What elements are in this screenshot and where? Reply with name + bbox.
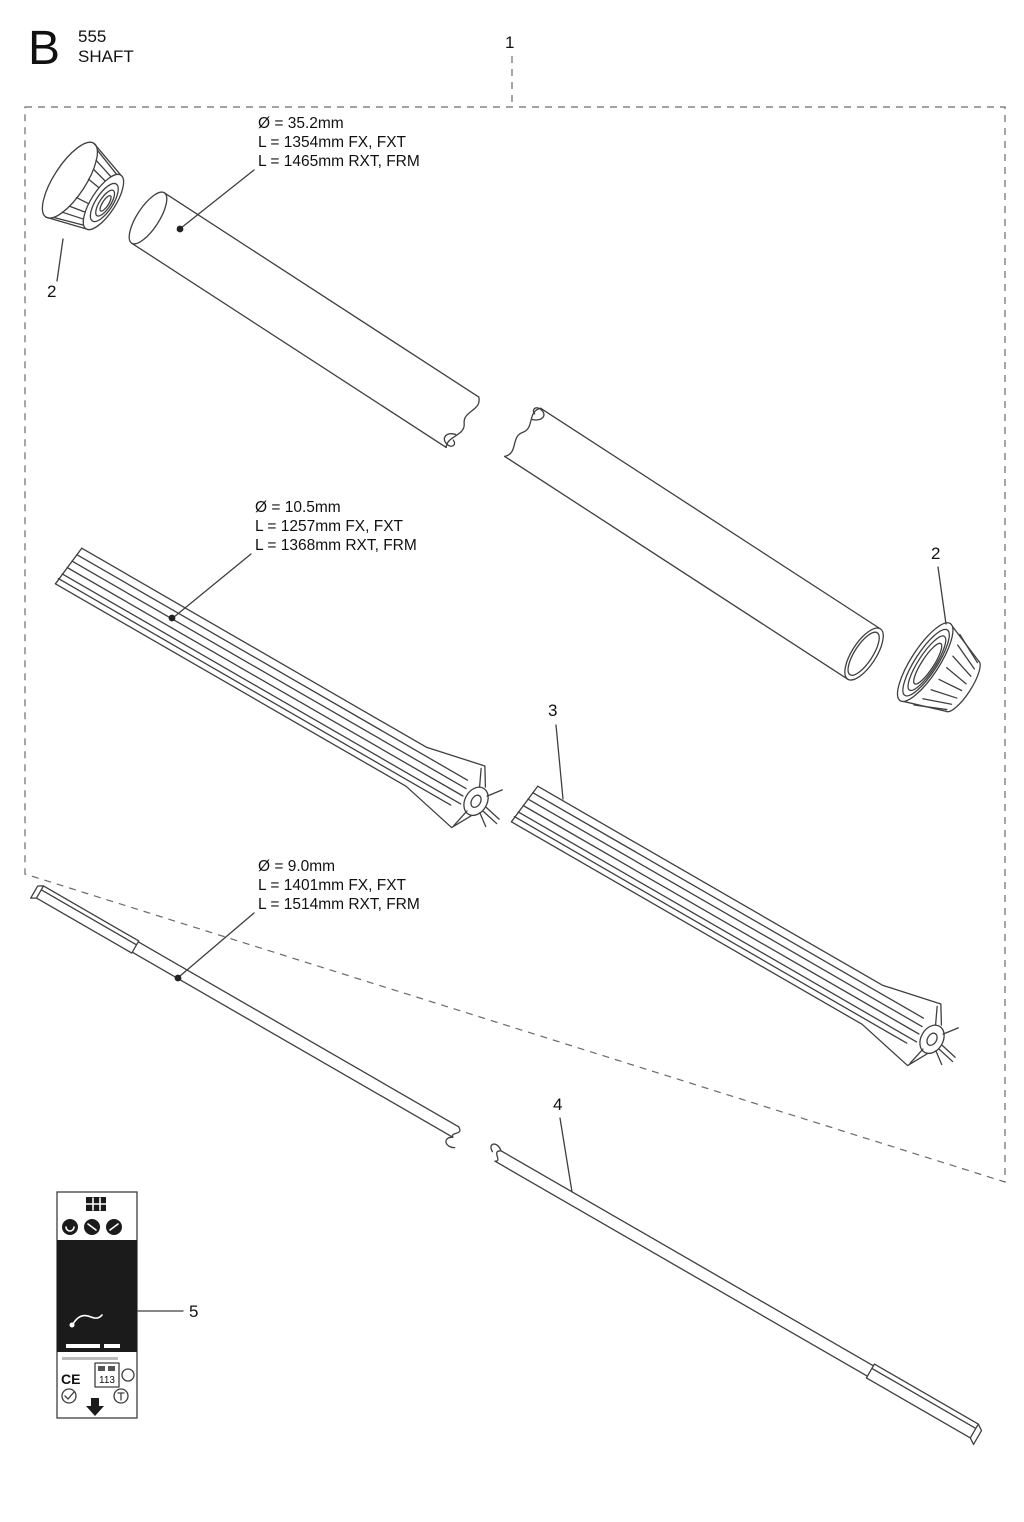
decal-spec-number: 113 (99, 1375, 115, 1386)
decal-arrow-icon (86, 1398, 104, 1416)
drive-shaft-diameter: Ø = 9.0mm (258, 858, 335, 875)
callout-4-label: 4 (553, 1095, 562, 1114)
inner-liner-annotation-leader (173, 553, 252, 618)
callout-4-leader (559, 1117, 573, 1193)
callout-2-right: 2 (931, 544, 947, 625)
callout-5-label: 5 (189, 1302, 198, 1321)
decal-approval-icon (113, 1388, 129, 1404)
outer-tube-annotation-leader (180, 169, 255, 229)
drive-shaft-length-fx: L = 1401mm FX, FXT (258, 877, 407, 894)
drive-shaft-annotation-leader (179, 912, 255, 977)
callout-2-left-label: 2 (47, 282, 56, 301)
inner-liner-annotation-dot (168, 614, 176, 622)
callout-4: 4 (553, 1095, 573, 1193)
decal-warning-icons (62, 1219, 122, 1235)
liner-tube-front (48, 533, 520, 847)
outer-tube-diameter: Ø = 35.2mm (258, 115, 344, 132)
shaft-collar-right (896, 622, 981, 713)
annotation-drive-shaft: Ø = 9.0mm L = 1401mm FX, FXT L = 1514mm … (174, 858, 420, 982)
shaft-collar-left (41, 141, 125, 231)
decal-brand-text-placeholder (66, 1344, 100, 1348)
annotation-inner-liner: Ø = 10.5mm L = 1257mm FX, FXT L = 1368mm… (168, 499, 417, 622)
decal-black-panel (57, 1240, 137, 1352)
drive-shaft-rear (490, 1143, 983, 1446)
drive-shaft-front (30, 885, 461, 1149)
outer-tube-annotation-dot (176, 225, 184, 233)
decal-recycle-icon (61, 1388, 77, 1404)
decal-ce-mark: CE (61, 1371, 80, 1387)
drive-shaft-annotation-dot (174, 974, 182, 982)
callout-2-left-leader (56, 238, 64, 282)
decal-cert-icon (121, 1368, 135, 1382)
callout-2-right-label: 2 (931, 544, 940, 563)
callout-5: 5 (137, 1302, 198, 1321)
assembly-boundary (24, 106, 1006, 1183)
outer-shaft-tube-rear (504, 407, 884, 681)
decal-spec-box: 113 (94, 1362, 120, 1388)
inner-liner-length-fx: L = 1257mm FX, FXT (255, 518, 404, 535)
callout-2-left: 2 (47, 238, 64, 301)
decal-glove-icon (69, 1314, 103, 1328)
information-decal: CE 113 (56, 1191, 138, 1419)
section-letter: B (28, 22, 60, 75)
model-number: 555 (78, 27, 106, 46)
callout-3-leader (555, 724, 564, 800)
liner-tube-rear (504, 771, 976, 1085)
outer-shaft-tube-front (128, 191, 480, 449)
callout-2-right-leader (937, 566, 947, 625)
callout-1: 1 (505, 33, 514, 106)
drive-shaft-length-rx: L = 1514mm RXT, FRM (258, 896, 420, 913)
annotation-outer-tube: Ø = 35.2mm L = 1354mm FX, FXT L = 1465mm… (176, 115, 420, 233)
section-title: SHAFT (78, 47, 134, 66)
inner-liner-diameter: Ø = 10.5mm (255, 499, 341, 516)
decal-fineprint-placeholder (62, 1357, 118, 1360)
callout-1-label: 1 (505, 33, 514, 52)
outer-tube-length-fx: L = 1354mm FX, FXT (258, 134, 407, 151)
outer-tube-length-rx: L = 1465mm RXT, FRM (258, 153, 420, 170)
inner-liner-length-rx: L = 1368mm RXT, FRM (255, 537, 417, 554)
callout-3-label: 3 (548, 701, 557, 720)
callout-3: 3 (548, 701, 564, 800)
